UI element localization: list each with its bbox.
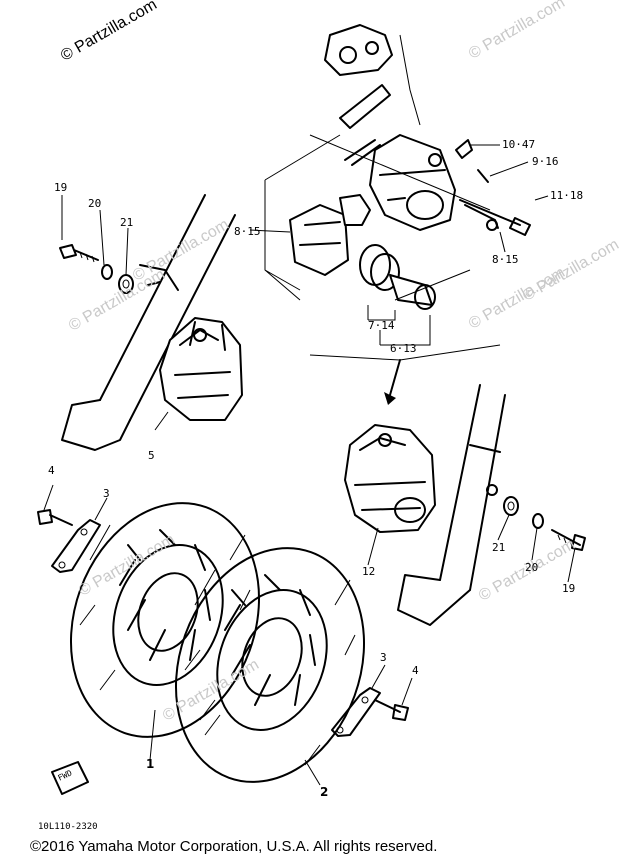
- callout-19-right: 19: [562, 582, 576, 595]
- left-brake-disc-1: [69, 502, 261, 761]
- right-washer-21: [497, 496, 519, 541]
- left-caliper-5: [154, 317, 243, 431]
- callout-11-18: 11·18: [550, 189, 584, 202]
- left-bolt-4: [37, 484, 73, 526]
- callout-2: 2: [320, 785, 329, 799]
- caliper-body: [369, 134, 456, 231]
- callout-4-left: 4: [48, 464, 55, 477]
- callout-8-15-right: 8·15: [492, 253, 519, 266]
- fwd-arrow-icon: [51, 761, 89, 795]
- copyright-text: ©2016 Yamaha Motor Corporation, U.S.A. A…: [30, 838, 438, 855]
- left-washer-20: [101, 264, 113, 280]
- right-fork-tube: [397, 384, 506, 626]
- pad-shim: [339, 84, 391, 129]
- callout-7-14: 7·14: [368, 319, 395, 332]
- piston-6: [389, 274, 436, 310]
- callout-20-left: 20: [88, 197, 102, 210]
- pads-8: [289, 194, 371, 276]
- right-washer-20: [531, 513, 544, 561]
- seal-7: [359, 244, 400, 291]
- right-lock-plate-3: [331, 664, 386, 737]
- right-brake-disc-2: [174, 547, 366, 786]
- caliper-bracket: [324, 24, 393, 76]
- pin-9: [477, 161, 529, 183]
- left-fork-tube: [61, 194, 236, 451]
- bolt-8-lower: [464, 204, 506, 253]
- callout-4-right: 4: [412, 664, 419, 677]
- callout-19-left: 19: [54, 181, 68, 194]
- bleed-screw-10: [455, 139, 500, 159]
- callout-12: 12: [362, 565, 376, 578]
- pin-spring: [344, 139, 381, 166]
- callout-21-right: 21: [492, 541, 506, 554]
- left-lock-plate-3: [51, 497, 108, 573]
- drawing-code: 10L110-2320: [38, 822, 98, 832]
- bolt-11: [459, 195, 549, 236]
- callout-3-left: 3: [103, 487, 110, 500]
- left-bolt-19: [59, 244, 99, 263]
- callout-10-47: 10·47: [502, 138, 536, 151]
- callout-9-16: 9·16: [532, 155, 559, 168]
- right-caliper-12: [344, 424, 436, 566]
- right-bolt-4: [374, 677, 413, 721]
- callout-8-15-left: 8·15: [234, 225, 261, 238]
- callout-1: 1: [146, 757, 155, 771]
- callout-20-right: 20: [525, 561, 539, 574]
- callout-5: 5: [148, 449, 155, 462]
- callout-21-left: 21: [120, 216, 134, 229]
- right-bolt-19: [551, 529, 586, 583]
- exploded-bracket-lines: [249, 34, 501, 405]
- callout-6-13: 6·13: [390, 342, 417, 355]
- callout-3-right: 3: [380, 651, 387, 664]
